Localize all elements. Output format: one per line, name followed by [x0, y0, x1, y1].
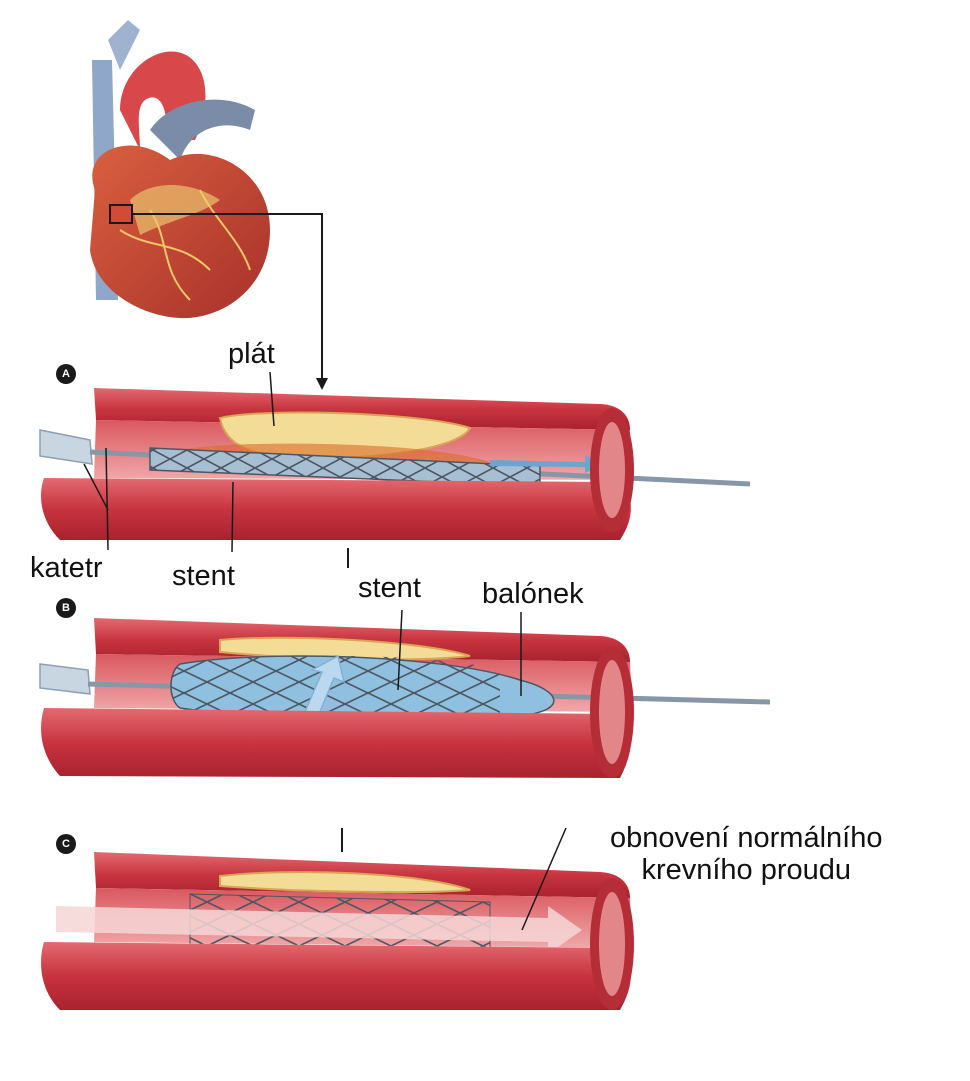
label-catheter: katetr: [30, 552, 103, 584]
label-restored-flow-line2: krevního proudu: [641, 854, 852, 887]
label-restored-flow-line1: obnovení normálního: [610, 822, 883, 854]
catheter-b: [39, 663, 91, 695]
step-badge-a: A: [56, 364, 76, 384]
vessel-b: [39, 618, 771, 778]
catheter-a: [39, 429, 93, 465]
plaque-c: [219, 871, 471, 894]
label-stent-b: stent: [358, 572, 421, 604]
flow-arrow-a: [490, 455, 605, 473]
label-balloon: balónek: [482, 578, 584, 610]
vessel-a: [39, 388, 751, 568]
vessel-c: [41, 828, 634, 1010]
highlight-box: [109, 204, 133, 224]
expanded-stent-b: [171, 655, 500, 721]
restored-flow-arrow: [56, 906, 582, 954]
step-badge-c: C: [56, 834, 76, 854]
label-plaque: plát: [228, 338, 275, 370]
expansion-arrow: [303, 654, 346, 717]
label-stent-a: stent: [172, 560, 235, 592]
connector-line: [132, 213, 323, 382]
leader-lines: [83, 371, 567, 931]
step-badge-b: B: [56, 598, 76, 618]
label-restored-flow: obnovení normálního krevního proudu: [610, 822, 882, 887]
heart-illustration: [90, 20, 328, 390]
